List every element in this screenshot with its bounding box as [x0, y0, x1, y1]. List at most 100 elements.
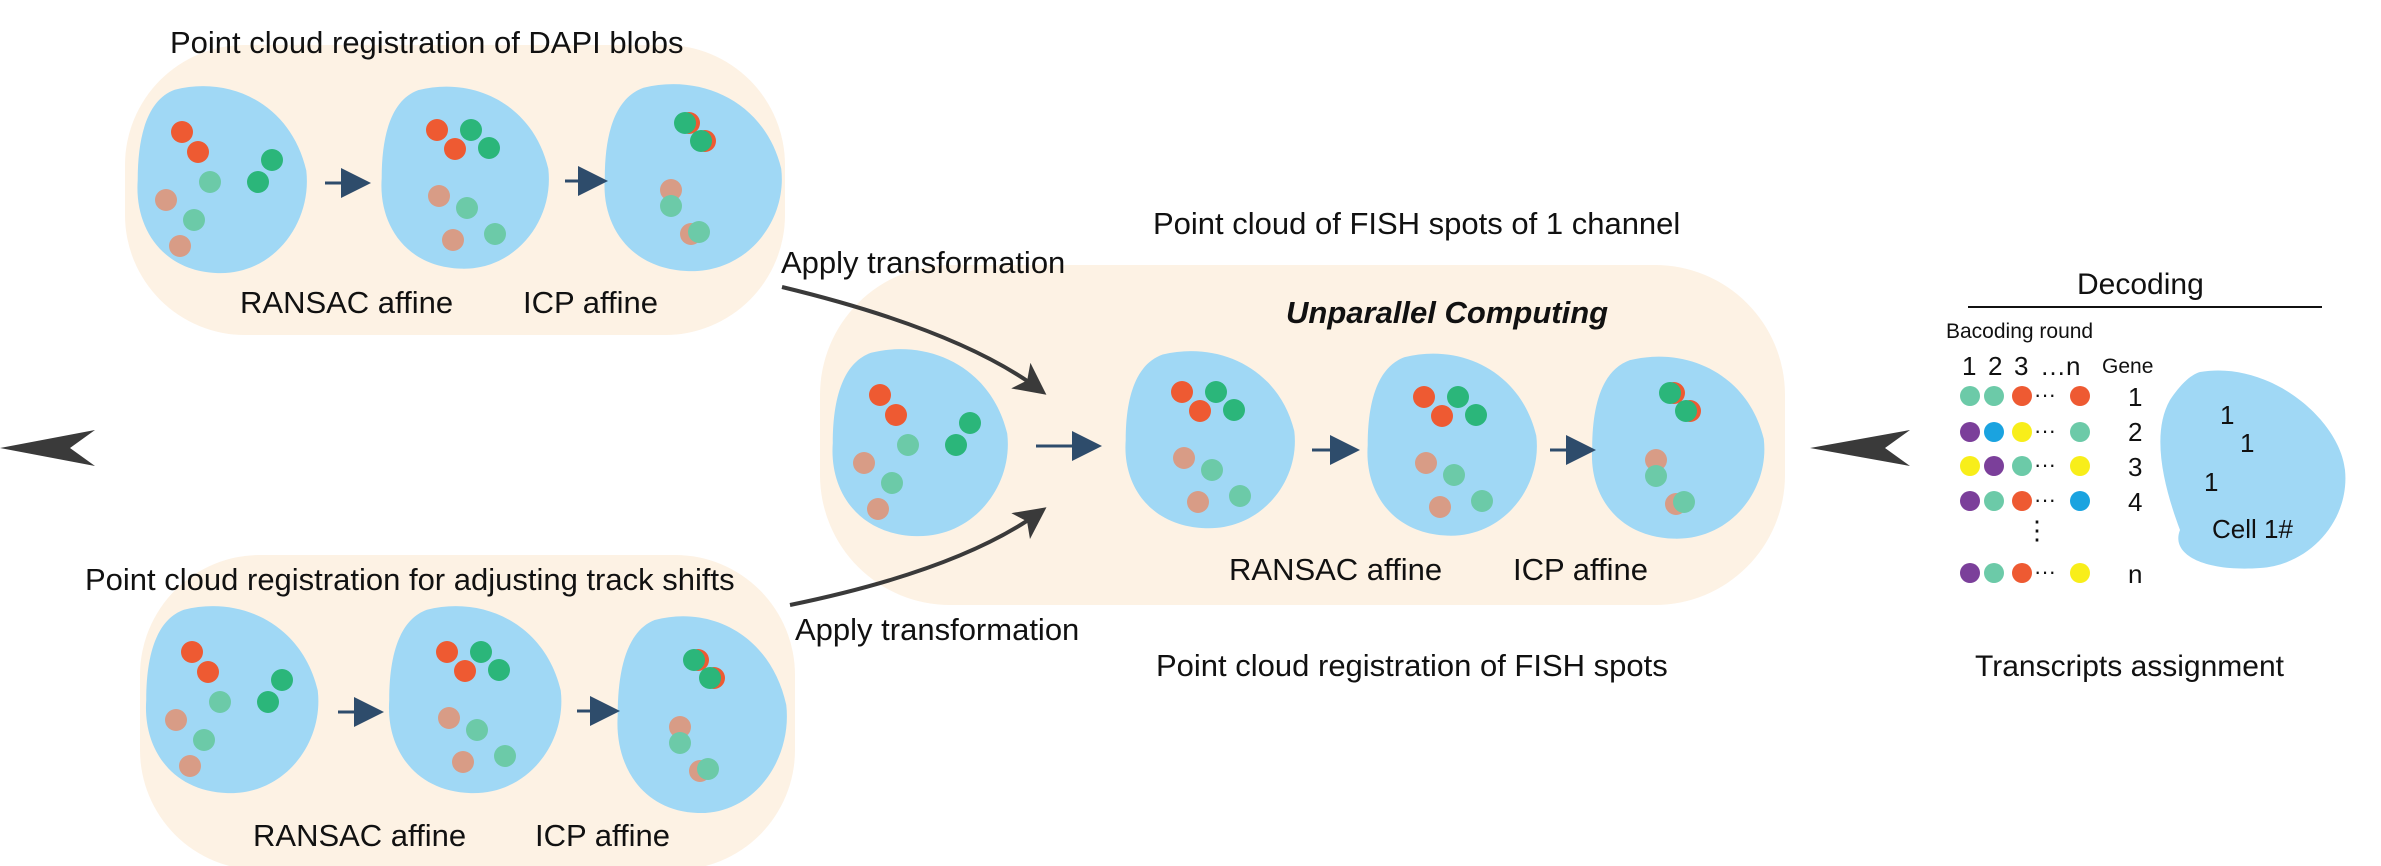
track-unreg-dot-0 — [181, 641, 203, 663]
step-arrows — [325, 166, 1596, 727]
track-icp-dot-7 — [697, 758, 719, 780]
decode-dot-r3-c4 — [2070, 456, 2090, 476]
dapi-ransac-dot-5 — [456, 197, 478, 219]
decode-row-ellipsis: ··· — [2034, 382, 2056, 407]
dapi-panel-title: Point cloud registration of DAPI blobs — [170, 25, 684, 60]
transcripts-assignment-title: Transcripts assignment — [1975, 650, 2284, 683]
input-arrow-icon — [0, 430, 95, 466]
vertical-ellipsis: ⋮ — [2024, 515, 2050, 545]
track-unreg-dot-6 — [165, 709, 187, 731]
track-unreg-dot-7 — [179, 755, 201, 777]
fish-ransac-dot-1 — [1447, 386, 1469, 408]
fish-input-dot-3 — [945, 434, 967, 456]
cell-mark-2: 1 — [2240, 428, 2255, 458]
decode-row-ellipsis: ··· — [2034, 559, 2056, 584]
dapi-icp-dot-4 — [660, 179, 682, 201]
fish-ransac-dot-6 — [1471, 490, 1493, 512]
fish-below-title: Point cloud registration of FISH spots — [1156, 648, 1668, 683]
round-col-n: …n — [2040, 351, 2081, 381]
fish-ransac-cell — [1367, 353, 1537, 536]
cell-mark-3: 1 — [2204, 467, 2219, 497]
fish-input-dot-2 — [959, 412, 981, 434]
track-ransac-dot-4 — [438, 707, 460, 729]
track-icp-dot-5 — [669, 732, 691, 754]
decode-dot-r2-c3 — [2012, 422, 2032, 442]
fish-panel-bg — [820, 265, 1785, 605]
fish-input-dot-5 — [881, 472, 903, 494]
fish-ransac-dot-0 — [1413, 386, 1435, 408]
track-unreg-dot-2 — [271, 669, 293, 691]
track-icp-label: ICP affine — [535, 818, 671, 853]
dapi-ransac-cell — [381, 86, 549, 269]
dapi-ransac-label: RANSAC affine — [240, 285, 454, 320]
dapi-icp-label: ICP affine — [523, 285, 659, 320]
track-icp-dot-1 — [683, 649, 705, 671]
fish-icp-cell — [1591, 356, 1765, 539]
dapi-unreg-dot-7 — [169, 235, 191, 257]
fish-unreg-dot-2 — [1189, 400, 1211, 422]
dapi-ransac-dot-7 — [442, 229, 464, 251]
decode-dot-r5-c4 — [2070, 563, 2090, 583]
dapi-unreg-dot-0 — [171, 121, 193, 143]
fish-unreg-dot-4 — [1173, 447, 1195, 469]
fish-ransac-dot-3 — [1465, 404, 1487, 426]
fish-above-title: Point cloud of FISH spots of 1 channel — [1153, 206, 1681, 241]
fish-input-dot-6 — [853, 452, 875, 474]
dapi-icp-dot-5 — [660, 195, 682, 217]
fish-unreg-dot-7 — [1187, 491, 1209, 513]
fish-icp-dot-1 — [1659, 382, 1681, 404]
decode-dot-r3-c2 — [1984, 456, 2004, 476]
fish-input-dot-0 — [869, 384, 891, 406]
track-unreg-dot-4 — [209, 691, 231, 713]
fish-icp-dot-4 — [1645, 449, 1667, 471]
fish-unreg-cell — [1125, 351, 1295, 529]
fish-ransac-dot-5 — [1443, 464, 1465, 486]
track-ransac-dot-7 — [452, 751, 474, 773]
dapi-unreg-dot-4 — [199, 171, 221, 193]
fish-unreg-dot-6 — [1229, 485, 1251, 507]
fish-ransac-dot-7 — [1429, 496, 1451, 518]
fish-ransac-dot-4 — [1415, 452, 1437, 474]
decode-dot-r4-c1 — [1960, 491, 1980, 511]
dapi-unreg-dot-5 — [183, 209, 205, 231]
transform-arrows — [781, 285, 1047, 607]
dapi-ransac-dot-3 — [478, 137, 500, 159]
decode-dot-r2-c1 — [1960, 422, 1980, 442]
decode-dot-r5-c2 — [1984, 563, 2004, 583]
gene-row-2: 2 — [2128, 417, 2143, 447]
decode-dot-r5-c1 — [1960, 563, 1980, 583]
fish-unreg-dot-1 — [1205, 381, 1227, 403]
cell-mark-1: 1 — [2220, 400, 2235, 430]
decode-dot-r1-c2 — [1984, 386, 2004, 406]
dapi-icp-cell — [604, 84, 782, 272]
decode-dot-r4-c3 — [2012, 491, 2032, 511]
round-col-2: 2 — [1988, 351, 2003, 381]
fish-icp-dot-3 — [1675, 400, 1697, 422]
transform-arrow-bottom — [789, 507, 1047, 607]
track-icp-dot-4 — [669, 716, 691, 738]
fish-input-dot-4 — [897, 434, 919, 456]
decoding-table: ··············· — [1960, 382, 2090, 584]
decode-dot-r4-c2 — [1984, 491, 2004, 511]
decoding-title: Decoding — [2077, 268, 2204, 301]
decode-dot-r3-c3 — [2012, 456, 2032, 476]
decode-dot-r2-c4 — [2070, 422, 2090, 442]
decode-dot-r4-c4 — [2070, 491, 2090, 511]
fish-input-dot-1 — [885, 404, 907, 426]
decode-dot-r5-c3 — [2012, 563, 2032, 583]
fish-icp-label: ICP affine — [1513, 552, 1649, 587]
apply-transformation-bottom-label: Apply transformation — [795, 612, 1080, 647]
dapi-ransac-dot-0 — [426, 119, 448, 141]
track-ransac-cell — [388, 606, 562, 794]
track-panel-title: Point cloud registration for adjusting t… — [85, 562, 735, 597]
cell-label: Cell 1# — [2212, 514, 2293, 544]
decoding-subtitle: Bacoding round — [1946, 320, 2094, 343]
dapi-ransac-dot-6 — [484, 223, 506, 245]
track-ransac-dot-3 — [488, 659, 510, 681]
decode-row-ellipsis: ··· — [2034, 418, 2056, 443]
track-unreg-dot-5 — [193, 729, 215, 751]
output-arrow-icon — [1810, 430, 1910, 466]
gene-row-4: 4 — [2128, 487, 2143, 517]
dapi-unreg-dot-3 — [247, 171, 269, 193]
decode-dot-r1-c4 — [2070, 386, 2090, 406]
